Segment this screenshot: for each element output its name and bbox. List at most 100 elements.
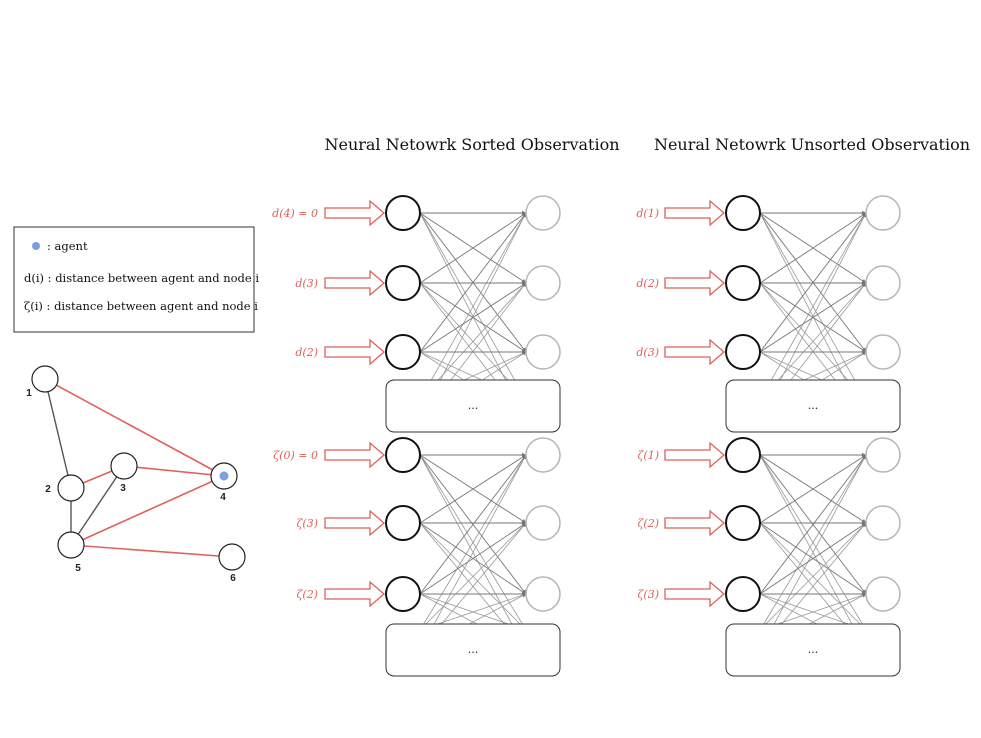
input-label: ζ(2) [637, 517, 659, 530]
connection-line [419, 454, 527, 631]
input-arrow [324, 580, 385, 608]
graph-node-label: 4 [220, 492, 226, 503]
input-neuron [725, 505, 761, 541]
graph-edge [123, 465, 225, 477]
connection-line [759, 212, 867, 353]
graph-node [110, 452, 138, 480]
input-label: ζ(0) = 0 [273, 449, 318, 462]
input-arrow [664, 580, 725, 608]
connection-line [419, 282, 527, 353]
input-label: d(2) [295, 346, 318, 359]
ellipsis-text: ... [468, 399, 479, 412]
output-neuron [865, 195, 901, 231]
output-neuron [525, 437, 561, 473]
graph-edge [70, 475, 225, 546]
ellipsis-box-upper: ... [725, 379, 901, 433]
graph-edge [70, 465, 125, 546]
network-nodes [725, 195, 901, 612]
output-neuron [525, 505, 561, 541]
ellipsis-text: ... [808, 643, 819, 656]
input-arrow [664, 509, 725, 537]
input-arrow [664, 269, 725, 297]
input-neuron [725, 437, 761, 473]
graph-node-label: 5 [75, 563, 81, 574]
network-graph: 1 2 3 4 5 6 [26, 365, 246, 584]
input-neuron [385, 334, 421, 370]
output-neuron [525, 265, 561, 301]
graph-node [218, 543, 246, 571]
network-nodes [385, 195, 561, 612]
connection-line [759, 454, 867, 631]
connection-line [759, 282, 867, 353]
connection-line [759, 212, 867, 284]
output-neuron [865, 505, 901, 541]
output-neuron [865, 334, 901, 370]
input-label: d(3) [636, 346, 659, 359]
input-arrows [664, 199, 725, 608]
ellipsis-text: ... [808, 399, 819, 412]
connection-line [419, 522, 527, 595]
input-label: d(1) [636, 207, 659, 220]
graph-node [57, 474, 85, 502]
input-neuron [385, 265, 421, 301]
input-neuron [725, 334, 761, 370]
graph-edge [44, 378, 225, 477]
input-arrow [324, 509, 385, 537]
ellipsis-box-lower: ... [725, 623, 901, 677]
graph-edges [44, 378, 233, 558]
connection-line [759, 522, 867, 595]
graph-node-label: 2 [45, 484, 51, 495]
ellipsis-box-upper: ... [385, 379, 561, 433]
graph-node-label: 1 [26, 388, 32, 399]
connection-line [759, 522, 867, 631]
connection-line [419, 212, 527, 401]
input-label: d(4) = 0 [272, 207, 318, 220]
connection-line [759, 454, 867, 595]
graph-node-label: 3 [120, 483, 126, 494]
input-labels: d(1) d(2) d(3) ζ(1) ζ(2) ζ(3) [636, 207, 659, 601]
output-neuron [865, 576, 901, 612]
input-label: ζ(3) [637, 588, 659, 601]
connection-line [759, 212, 867, 401]
output-neuron [525, 195, 561, 231]
agent-dot-icon [219, 471, 229, 481]
input-label: ζ(3) [296, 517, 318, 530]
legend-box [13, 226, 255, 333]
legend: : agent d(i) : distance between agent an… [13, 226, 259, 333]
connection-line [419, 454, 527, 524]
graph-node-label: 6 [230, 573, 236, 584]
connection-line [419, 212, 527, 353]
legend-zeta: ζ(i) : distance between agent and node i [24, 299, 258, 313]
input-arrow [324, 199, 385, 227]
graph-nodes: 1 2 3 4 5 6 [26, 365, 246, 584]
agent-dot-icon [32, 242, 40, 250]
graph-node [57, 531, 85, 559]
panel-title: Neural Netowrk Sorted Observation [324, 135, 619, 154]
input-neuron [725, 195, 761, 231]
output-neuron [865, 437, 901, 473]
graph-edge [70, 544, 233, 558]
input-arrow [664, 441, 725, 469]
legend-agent: : agent [47, 239, 88, 253]
connection-line [419, 212, 527, 284]
output-neuron [525, 576, 561, 612]
input-label: d(3) [295, 277, 318, 290]
input-label: ζ(2) [296, 588, 318, 601]
input-neuron [725, 265, 761, 301]
input-arrows [324, 199, 385, 608]
connection-line [419, 522, 527, 631]
input-arrow [324, 338, 385, 366]
output-neuron [525, 334, 561, 370]
connection-line [759, 454, 867, 524]
ellipsis-text: ... [468, 643, 479, 656]
input-arrow [324, 441, 385, 469]
input-neuron [385, 576, 421, 612]
graph-node [31, 365, 59, 393]
panel-sorted: Neural Netowrk Sorted Observation d(4) =… [272, 135, 620, 677]
ellipsis-box-lower: ... [385, 623, 561, 677]
input-neuron [385, 437, 421, 473]
input-label: d(2) [636, 277, 659, 290]
legend-d: d(i) : distance between agent and node i [24, 271, 259, 285]
panel-unsorted: Neural Netowrk Unsorted Observation d(1)… [636, 135, 970, 677]
